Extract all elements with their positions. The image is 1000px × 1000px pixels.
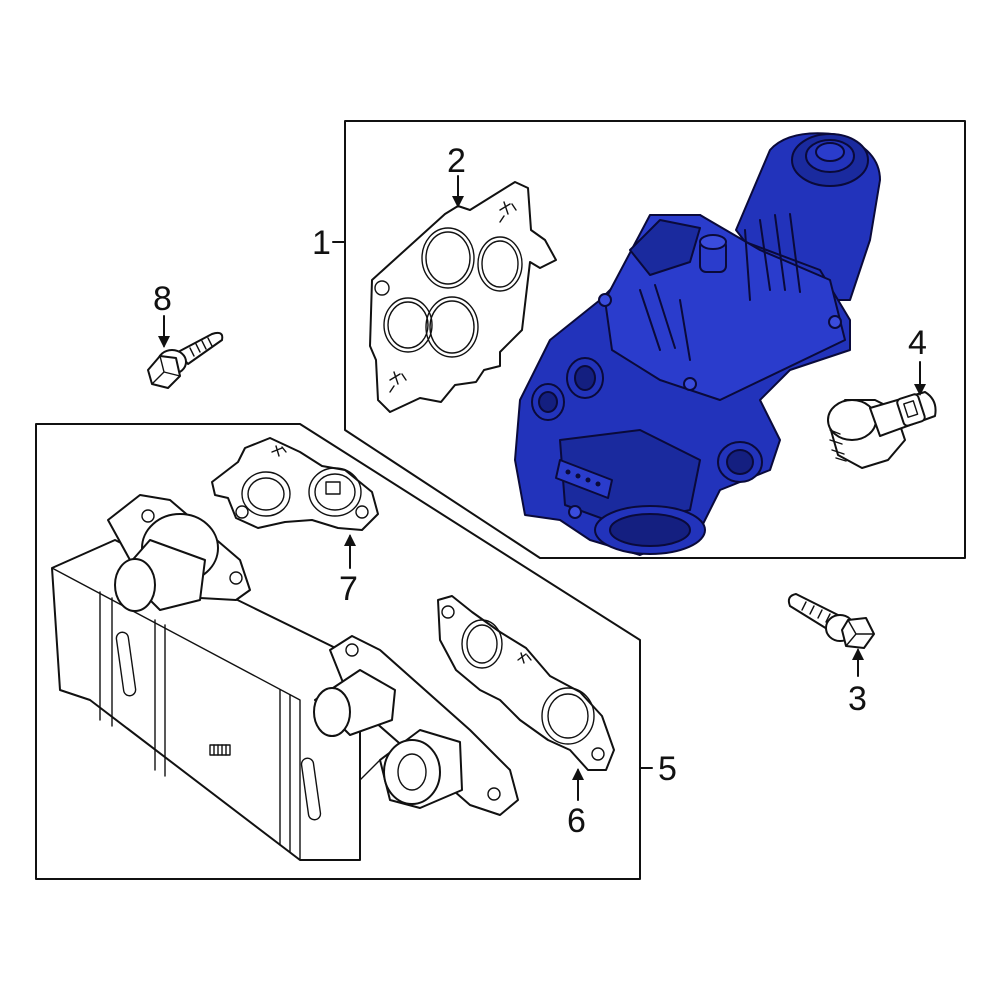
callout-6: 6 <box>567 802 586 840</box>
group-box-1 <box>344 120 966 559</box>
part-1-egr-valve <box>514 132 881 556</box>
part-3-bolt <box>787 593 875 649</box>
part-4-sensor <box>827 391 937 469</box>
callout-5: 5 <box>658 750 677 788</box>
callout-3: 3 <box>848 680 867 718</box>
arrow-3 <box>852 648 864 660</box>
part-6-gasket <box>437 595 615 771</box>
part-2-gasket <box>369 181 557 413</box>
arrow-8 <box>158 336 170 348</box>
arrow-6 <box>572 768 584 780</box>
arrow-2 <box>452 196 464 208</box>
part-8-bolt <box>147 331 224 389</box>
part-7-gasket <box>211 437 379 531</box>
part-5-egr-cooler <box>51 494 519 861</box>
callout-1: 1 <box>312 224 331 262</box>
group-box-5 <box>35 423 641 880</box>
callout-8: 8 <box>153 280 172 318</box>
arrow-7 <box>344 534 356 546</box>
callout-2: 2 <box>447 142 466 180</box>
callout-4: 4 <box>908 324 927 362</box>
callout-7: 7 <box>339 570 358 608</box>
arrow-4 <box>914 384 926 396</box>
